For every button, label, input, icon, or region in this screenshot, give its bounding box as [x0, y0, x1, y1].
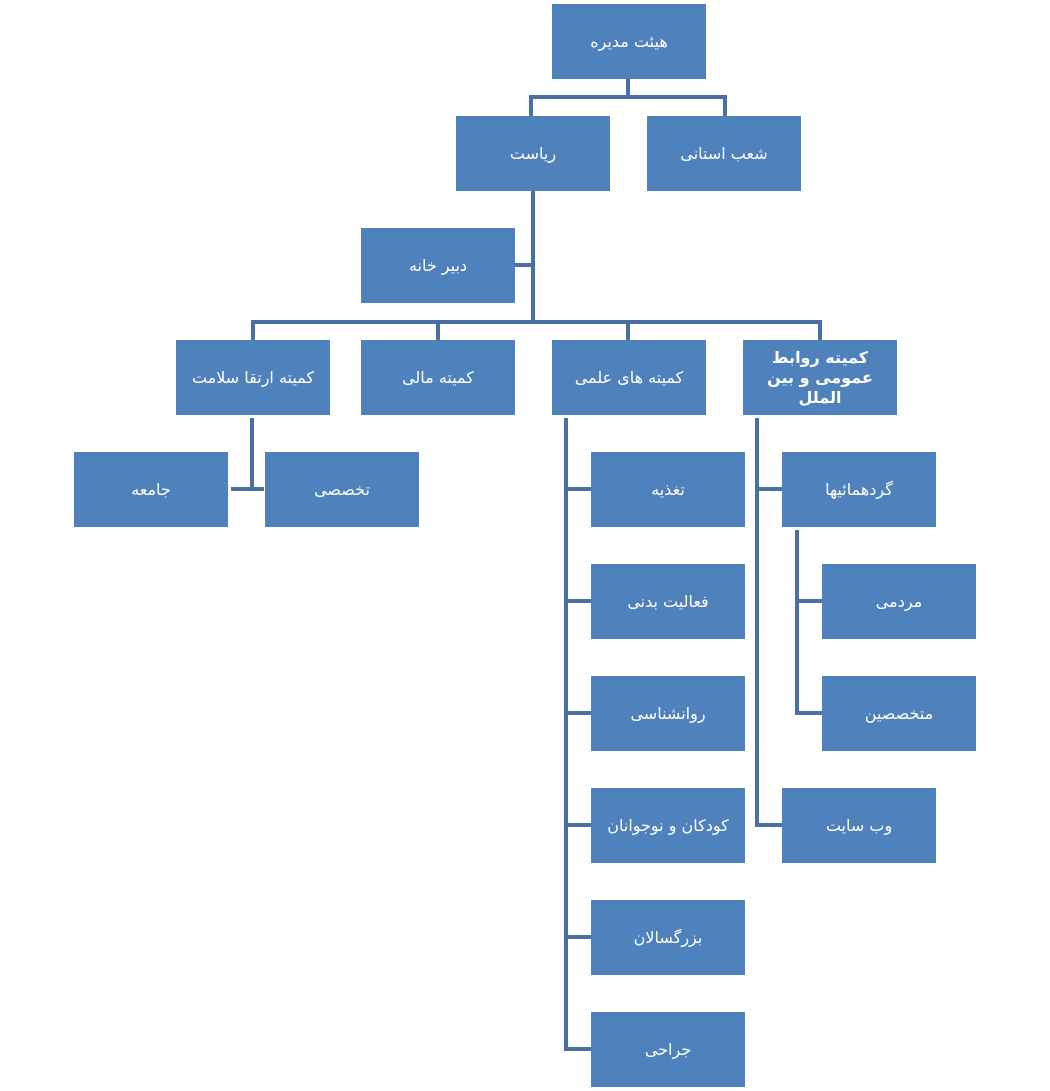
connector-committees	[251, 320, 822, 341]
connector-gatherings-children	[795, 530, 823, 715]
node-public: مردمی	[822, 564, 976, 639]
connector-board-branches	[529, 78, 727, 117]
node-provincial-branches: شعب استانی	[647, 116, 801, 191]
node-community: جامعه	[74, 452, 228, 527]
node-presidency: ریاست	[456, 116, 610, 191]
node-scientific-committees: کمیته های علمی	[552, 340, 706, 415]
node-gatherings: گردهمائیها	[782, 452, 936, 527]
connector-health-children	[231, 418, 264, 491]
node-adults: بزرگسالان	[591, 900, 745, 975]
node-physical-activity: فعالیت بدنی	[591, 564, 745, 639]
node-specialized: تخصصی	[265, 452, 419, 527]
node-public-relations-committee: کمیته روابط عمومی و بین الملل	[743, 340, 897, 415]
node-children-adolescents: کودکان و نوجوانان	[591, 788, 745, 863]
node-specialists: متخصصین	[822, 676, 976, 751]
node-health-promotion-committee: کمیته ارتقا سلامت	[176, 340, 330, 415]
node-secretariat: دبیر خانه	[361, 228, 515, 303]
node-psychology: روانشناسی	[591, 676, 745, 751]
node-board: هیئت مدیره	[552, 4, 706, 79]
connector-scientific-children	[564, 418, 592, 1051]
node-finance-committee: کمیته مالی	[361, 340, 515, 415]
node-surgery: جراحی	[591, 1012, 745, 1087]
node-nutrition: تغذیه	[591, 452, 745, 527]
connector-pr-children	[755, 418, 783, 827]
node-website: وب سایت	[782, 788, 936, 863]
